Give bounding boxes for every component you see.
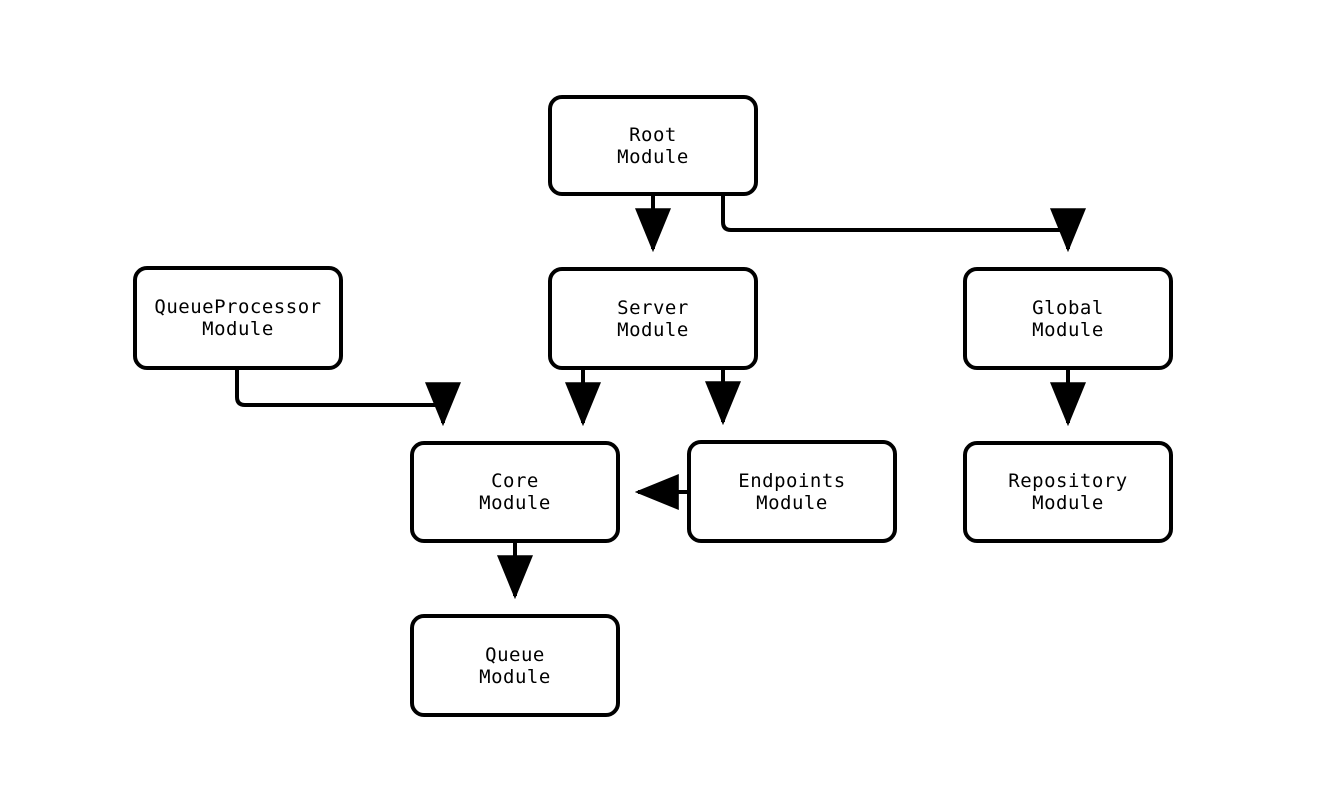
node-repository-label: Repository Module — [1008, 470, 1128, 514]
node-repository[interactable]: Repository Module — [963, 441, 1173, 543]
node-endpoints[interactable]: Endpoints Module — [687, 440, 897, 543]
node-server-label: Server Module — [617, 296, 689, 341]
node-queue[interactable]: Queue Module — [410, 614, 620, 717]
node-server[interactable]: Server Module — [548, 267, 758, 370]
node-endpoints-label: Endpoints Module — [738, 469, 846, 514]
node-queueprocessor-label: QueueProcessor Module — [154, 296, 322, 340]
node-global-label: Global Module — [1032, 296, 1104, 341]
node-core[interactable]: Core Module — [410, 441, 620, 543]
node-root[interactable]: Root Module — [548, 95, 758, 196]
edges-group — [235, 196, 1086, 600]
edge-root-to-global — [721, 196, 1086, 253]
edge-queueprocessor-to-core — [235, 370, 461, 427]
node-root-label: Root Module — [617, 123, 689, 168]
node-queueprocessor[interactable]: QueueProcessor Module — [133, 266, 343, 370]
node-global[interactable]: Global Module — [963, 267, 1173, 370]
node-queue-label: Queue Module — [479, 643, 551, 688]
node-core-label: Core Module — [479, 470, 551, 514]
